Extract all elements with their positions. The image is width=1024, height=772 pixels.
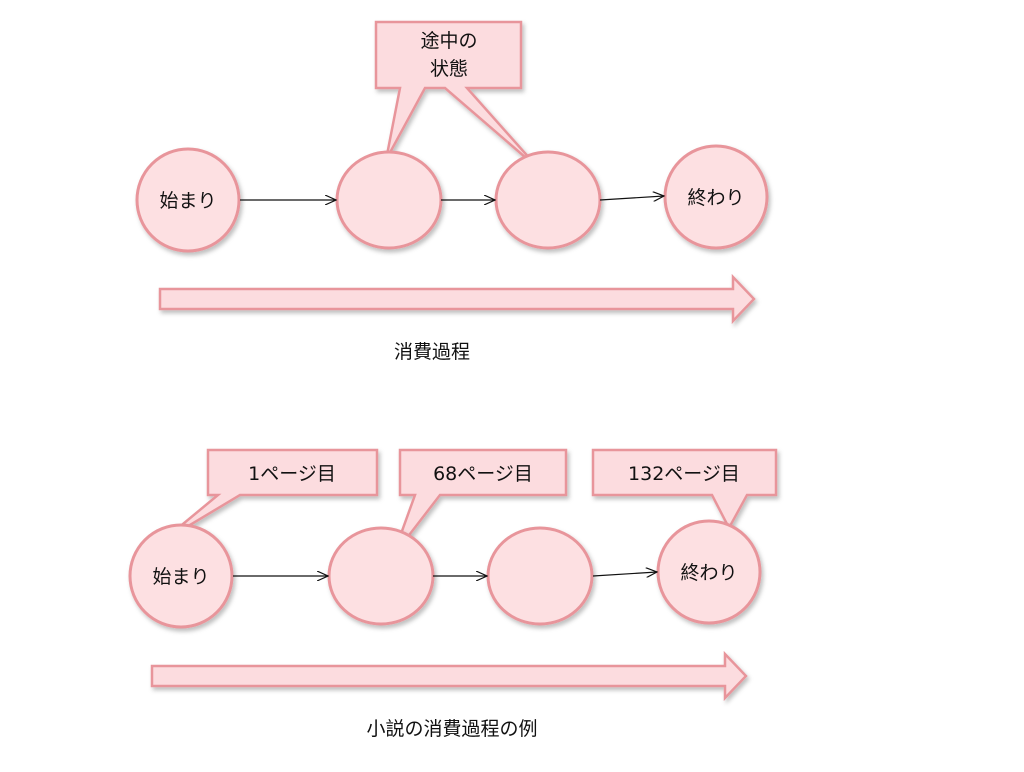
top-middle-node-1 (335, 150, 443, 250)
top-callout-line2: 状態 (430, 58, 468, 80)
top-process-arrow (158, 273, 756, 325)
callout-page-68-text: 68ページ目 (433, 463, 533, 485)
bottom-middle-node-1 (327, 526, 435, 626)
bottom-process-label: 小説の消費過程の例 (366, 718, 537, 740)
top-callout-state (374, 20, 541, 171)
top-diagram: 途中の 状態 始まり 終わり 消費過程 (135, 20, 769, 363)
bottom-end-label: 終わり (680, 562, 737, 584)
top-middle-node-2 (494, 150, 602, 250)
top-start-label: 始まり (159, 190, 216, 212)
top-process-label: 消費過程 (394, 341, 470, 363)
callout-page-68 (391, 448, 568, 557)
top-end-label: 終わり (687, 187, 744, 209)
callout-page-132-text: 132ページ目 (628, 463, 740, 485)
bottom-start-label: 始まり (152, 566, 209, 588)
bottom-diagram: 1ページ目 68ページ目 132ページ目 始まり 終わり 小説の消費過程の例 (128, 448, 778, 740)
bottom-start-node (128, 523, 234, 629)
callout-page-132 (591, 448, 778, 531)
bottom-connector-3 (592, 572, 657, 576)
top-start-node (135, 147, 241, 253)
callout-page-1 (159, 448, 379, 545)
bottom-middle-node-2 (486, 526, 594, 626)
top-callout-line1: 途中の (420, 30, 477, 52)
bottom-process-arrow (150, 650, 748, 702)
top-connector-3 (599, 196, 664, 200)
callout-page-1-text: 1ページ目 (248, 463, 336, 485)
